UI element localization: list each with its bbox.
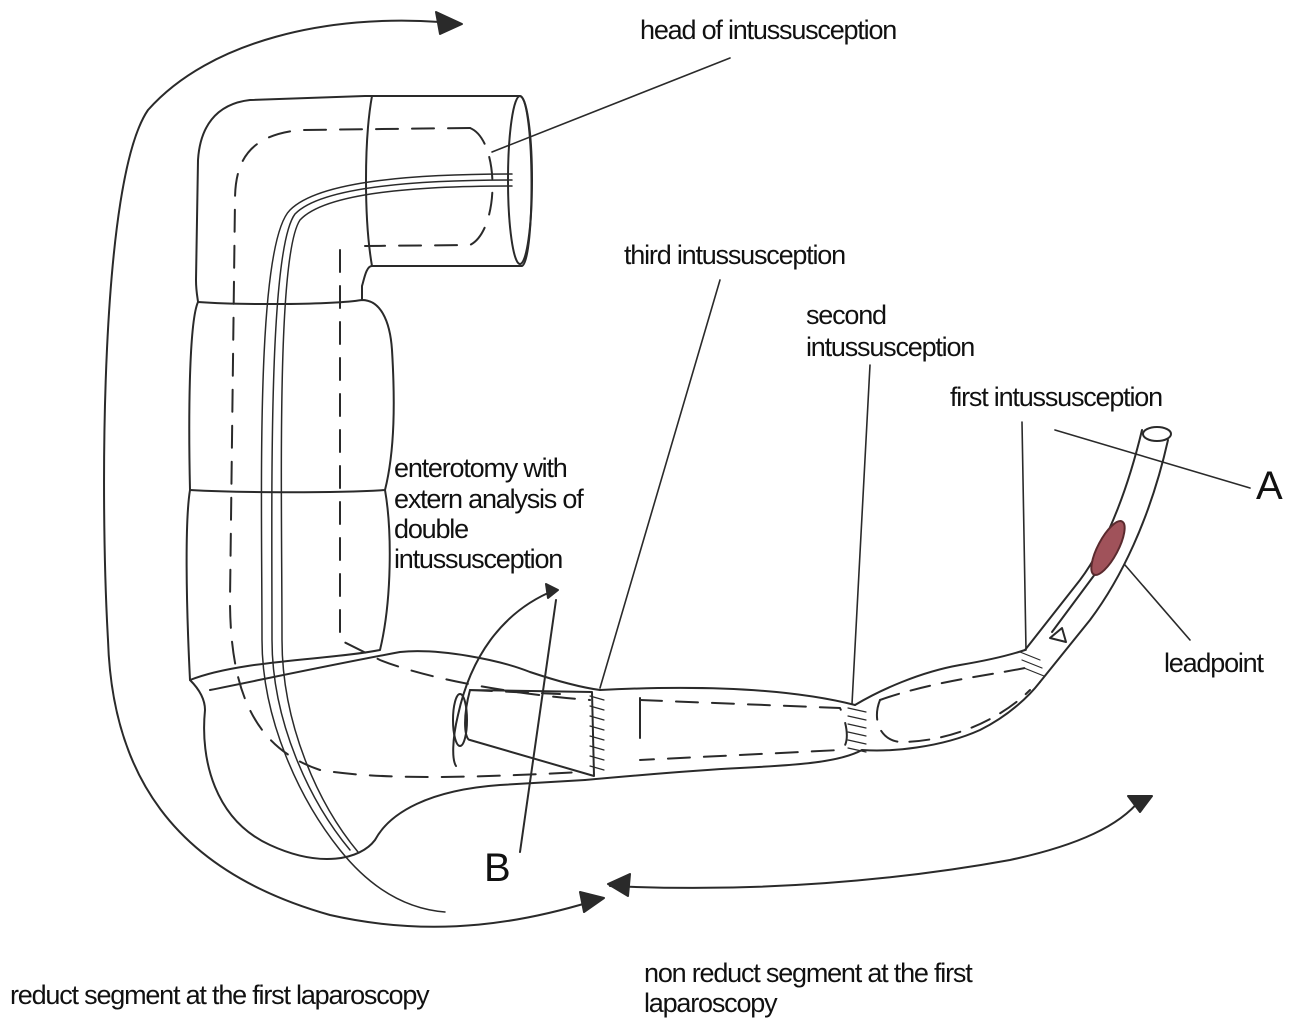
leader-third bbox=[600, 280, 720, 688]
label-enterotomy-line-3: double bbox=[394, 514, 468, 544]
label-reduct-segment: reduct segment at the first laparoscopy bbox=[10, 980, 428, 1010]
label-letter-b: B bbox=[484, 848, 511, 888]
leader-a bbox=[1055, 430, 1250, 488]
arrowhead-bottom-mid bbox=[608, 874, 630, 896]
arrowhead-bottom-left bbox=[580, 892, 604, 912]
distal-tube bbox=[1020, 427, 1171, 682]
label-second-line-1: second bbox=[806, 300, 886, 330]
leader-first bbox=[1022, 422, 1026, 650]
label-first-intussusception: first intussusception bbox=[950, 382, 1162, 412]
leader-lines bbox=[492, 58, 1250, 704]
label-second-line-2: intussusception bbox=[806, 332, 974, 362]
mesentery-tube bbox=[261, 174, 512, 912]
label-head-of-intussusception: head of intussusception bbox=[640, 15, 896, 45]
leadpoint-mass bbox=[1085, 517, 1131, 579]
label-third-intussusception: third intussusception bbox=[624, 240, 845, 270]
second-intussusception-lumen bbox=[877, 668, 1030, 742]
leader-head bbox=[492, 58, 730, 152]
third-intussusception-body bbox=[465, 688, 862, 780]
label-leadpoint: leadpoint bbox=[1164, 648, 1263, 678]
label-enterotomy-line-1: enterotomy with bbox=[394, 453, 567, 483]
label-enterotomy-line-2: extern analysis of bbox=[394, 484, 583, 514]
non-reduct-segment-arc bbox=[608, 796, 1152, 896]
label-letter-a: A bbox=[1256, 466, 1283, 506]
enterotomy-loop bbox=[453, 584, 558, 852]
label-non-reduct-line-1: non reduct segment at the first bbox=[644, 958, 972, 988]
third-intussusception-lumen bbox=[470, 690, 847, 760]
label-non-reduct-line-2: laparoscopy bbox=[644, 988, 776, 1018]
arrowhead-top bbox=[436, 12, 462, 34]
leader-leadpoint bbox=[1125, 565, 1190, 640]
label-enterotomy-line-4: intussusception bbox=[394, 544, 562, 574]
leader-second bbox=[852, 365, 870, 704]
